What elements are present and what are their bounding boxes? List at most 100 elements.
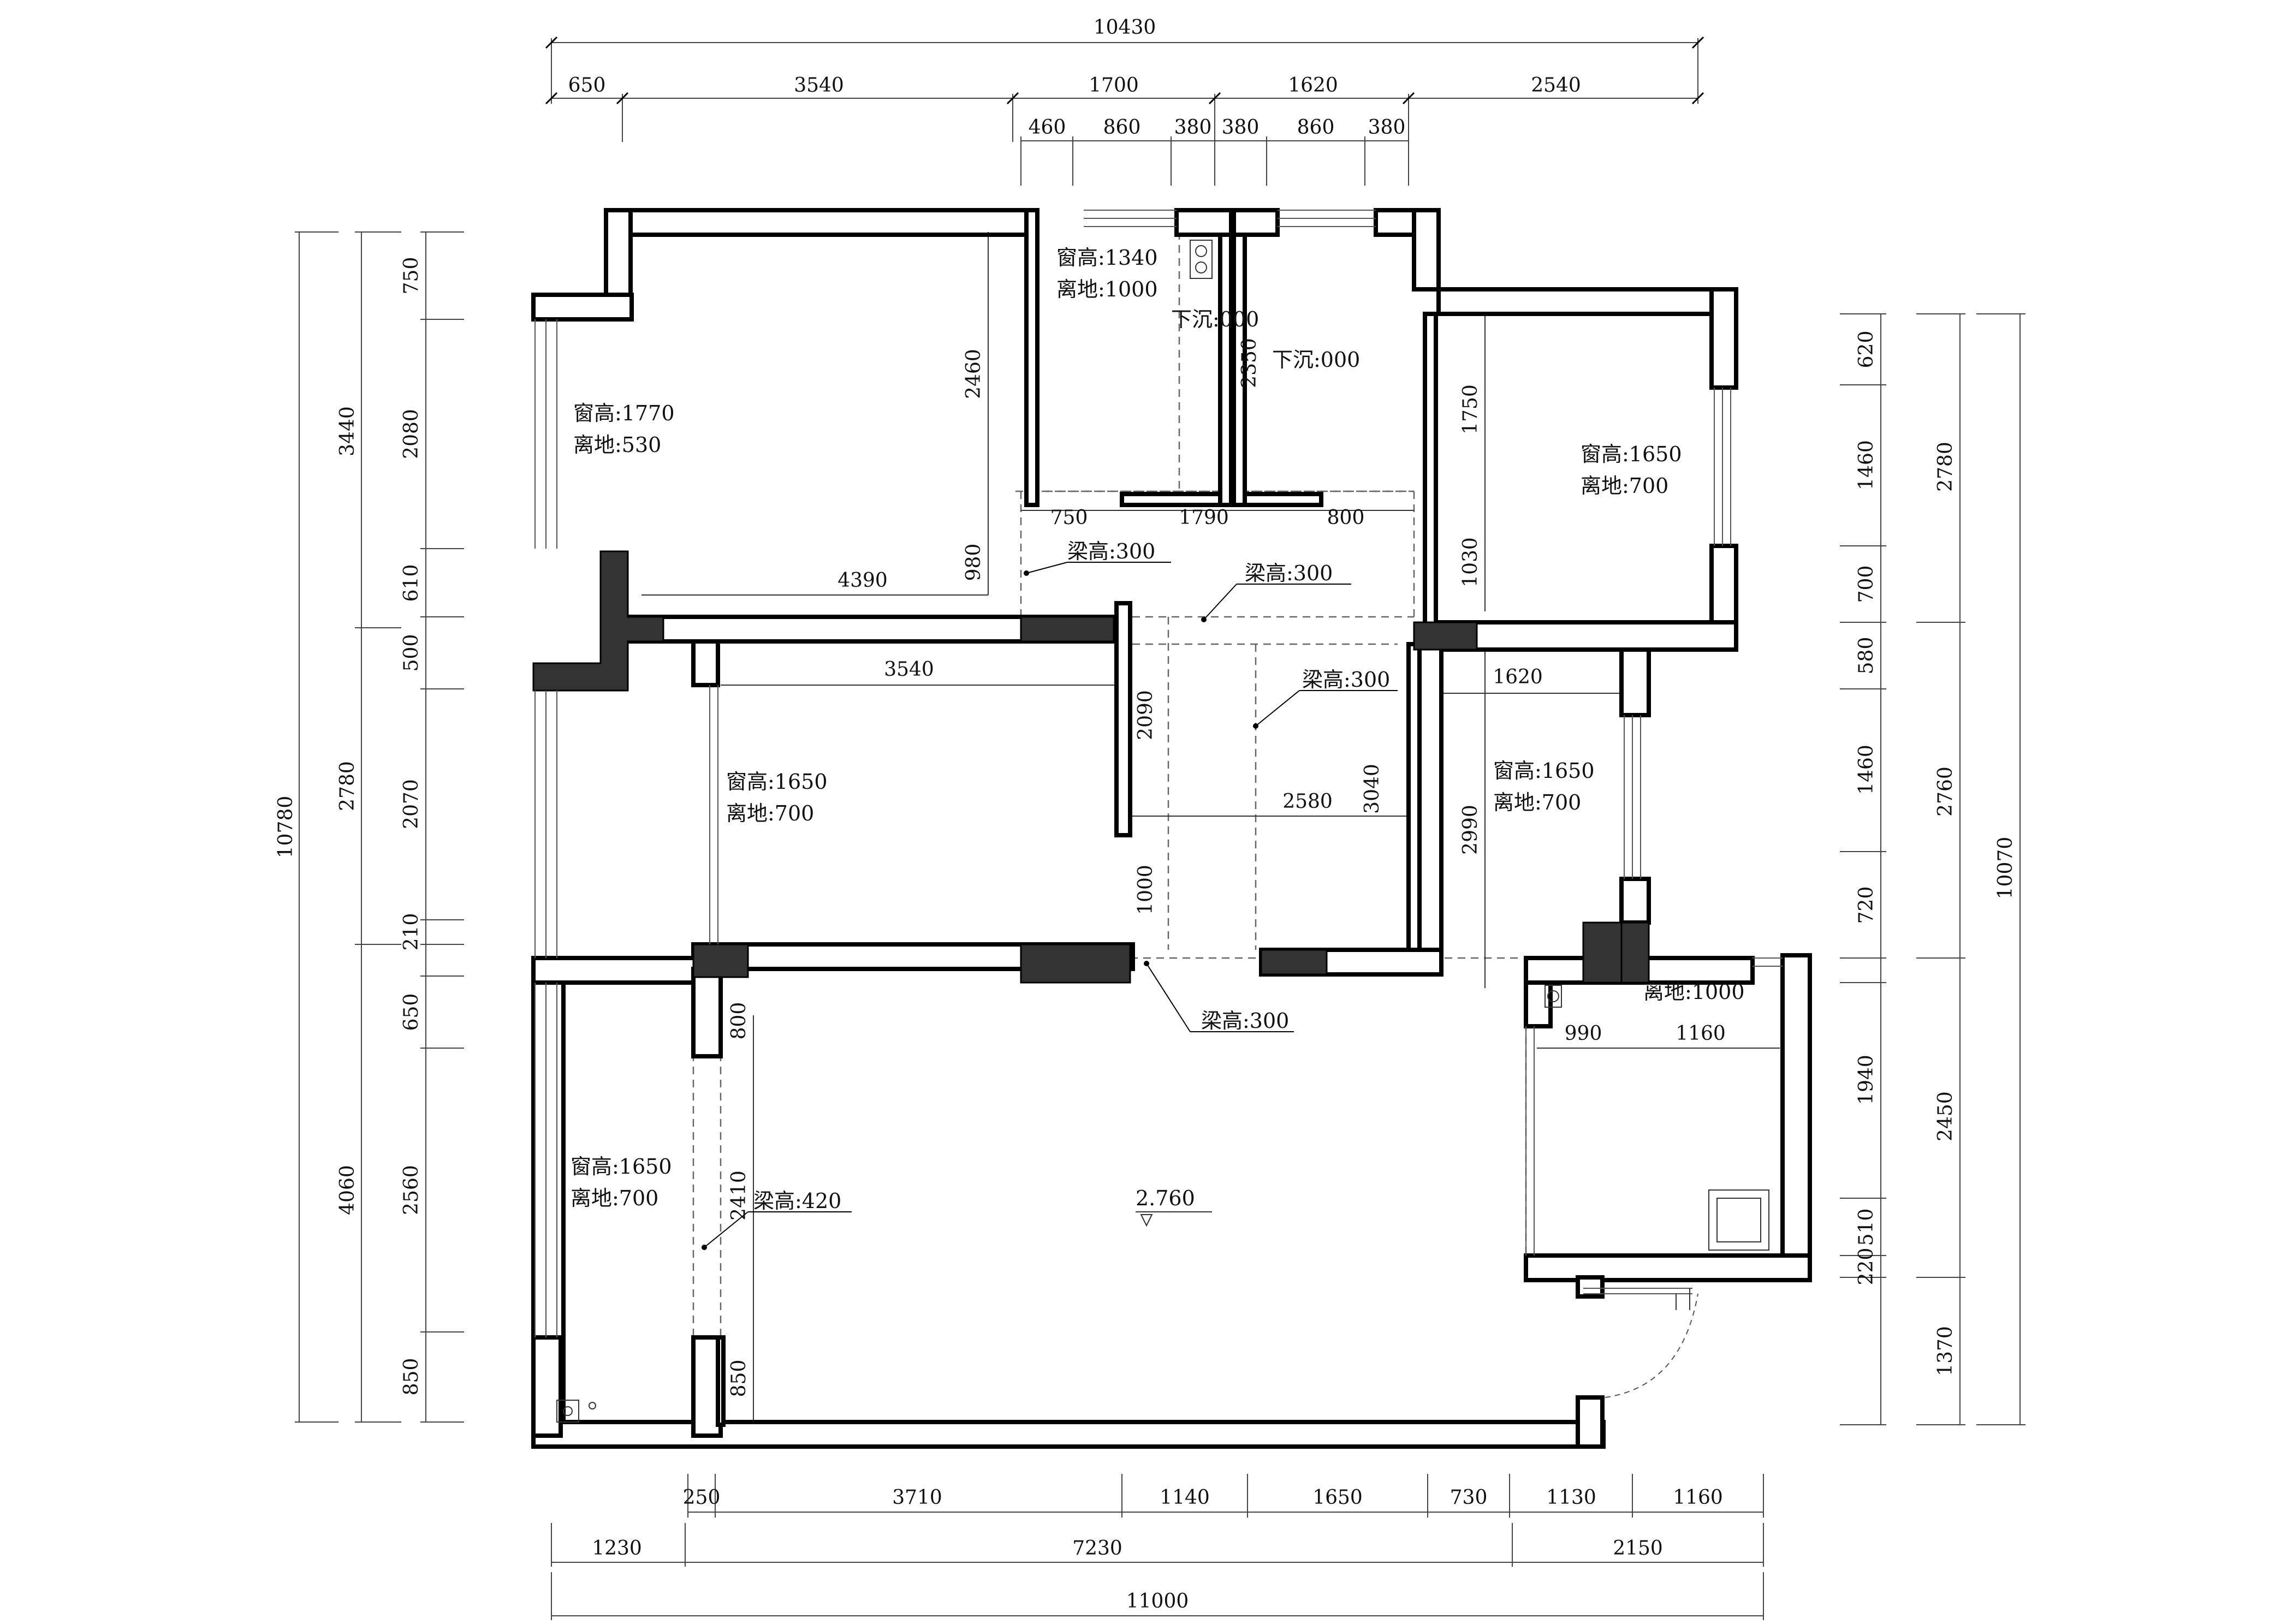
utility-sink-icon [1708,1189,1769,1251]
inner-dim-16: 800 [728,1002,750,1040]
dim-right-r3-5: 720 [1855,887,1878,924]
dim-left-r2-0: 3440 [336,406,359,456]
window-height-label: 窗高:1770 [573,401,675,425]
dim-bot-r1-4: 730 [1450,1486,1488,1509]
inner-dim-12: 3040 [1361,764,1383,814]
sill-height-label: 离地:700 [571,1186,658,1210]
dim-left-r3-8: 850 [400,1358,423,1396]
beam-leaders [702,562,1398,1250]
dim-left-r3-3: 500 [400,634,423,672]
drop-label: 下沉:000 [1171,307,1259,331]
sill-height-label: 离地:700 [1493,790,1581,814]
floor-drain-icon [1544,985,1562,1008]
dim-right-r3-1: 1460 [1855,440,1878,490]
top-dimensions [545,36,1704,186]
inner-dim-6: 2350 [1238,338,1261,388]
inner-dim-2: 980 [963,544,985,581]
dim-right-total: 10070 [1994,837,2017,900]
beam-height-label: 梁高:300 [1302,668,1390,692]
inner-dim-5: 800 [1327,507,1365,529]
dim-left-r3-1: 2080 [400,409,423,459]
dim-top-r3-4: 860 [1297,116,1335,139]
dim-right-r3-8: 220 [1855,1248,1878,1286]
columns [532,550,1650,984]
door-icon [1676,1288,1690,1310]
inner-dim-1: 4390 [837,569,888,592]
inner-dim-3: 750 [1050,507,1088,529]
dim-left-r3-2: 610 [400,564,423,602]
right-dimensions [1840,313,2025,1425]
floor-level-label: 2.760 [1136,1186,1195,1210]
window-height-label: 窗高:1650 [571,1155,672,1179]
dim-left-total: 10780 [275,796,297,859]
inner-dim-4: 1790 [1179,507,1229,529]
dim-right-r3-3: 580 [1855,637,1878,675]
windows [534,210,1783,1398]
inner-dimension-lines [641,232,1780,1425]
fixtures [556,240,1769,1423]
dim-top-r2-4: 2540 [1531,74,1581,97]
dim-top-r3-0: 460 [1029,116,1066,139]
level-marker-icon [1140,1214,1153,1227]
inner-dim-11: 2580 [1282,790,1333,813]
dim-bot-r1-1: 3710 [892,1486,942,1509]
sill-height-label: 离地:700 [726,801,814,825]
annotation-texts: 窗高:1340 离地:1000 下沉:000 下沉:000 窗高:1770 离地… [571,246,1745,1213]
dim-bot-r1-0: 250 [683,1486,721,1509]
beam-height-label: 梁高:420 [753,1189,841,1213]
inner-dim-13: 2990 [1459,805,1482,855]
inner-dim-17: 2410 [728,1170,750,1221]
inner-dim-8: 1030 [1459,537,1482,587]
inner-dim-18: 850 [728,1360,750,1397]
bottom-dimensions [551,1474,1764,1620]
dim-right-r2-0: 2780 [1934,442,1957,492]
dimension-texts: 10430 650 3540 1700 1620 2540 460 860 38… [275,16,2017,1613]
dim-bot-r2-0: 1230 [592,1537,642,1560]
dim-top-r2-3: 1620 [1288,74,1338,97]
dim-right-r2-2: 2450 [1934,1091,1957,1141]
beam-height-label: 梁高:300 [1201,1009,1289,1033]
inner-dim-14: 1620 [1493,666,1543,688]
dim-bot-r2-1: 7230 [1072,1537,1122,1560]
dim-left-r3-4: 2070 [400,779,423,829]
beam-height-label: 梁高:300 [1067,539,1155,563]
drop-label: 下沉:000 [1272,348,1360,372]
sill-height-label: 离地:1000 [1643,980,1745,1004]
dim-right-r3-2: 700 [1855,566,1878,603]
dim-right-r3-4: 1460 [1855,745,1878,795]
inner-dim-19: 990 [1565,1022,1602,1045]
dim-top-r2-0: 650 [568,74,606,97]
dim-bot-total: 11000 [1126,1590,1189,1613]
inner-dim-20: 1160 [1676,1022,1726,1045]
beam-height-label: 梁高:300 [1245,561,1333,585]
dim-top-r3-5: 380 [1368,116,1406,139]
dim-bot-r1-6: 1160 [1673,1486,1723,1509]
dim-bot-r2-2: 2150 [1613,1537,1663,1560]
inner-dim-7: 1750 [1459,384,1482,435]
dim-top-r3-1: 860 [1103,116,1141,139]
dim-right-r3-0: 620 [1855,331,1878,368]
dim-top-r3-3: 380 [1222,116,1260,139]
window-height-label: 窗高:1650 [726,770,828,794]
inner-dim-9: 3540 [884,658,934,681]
drain-icon [556,1400,579,1423]
sill-height-label: 离地:1000 [1056,277,1158,301]
dim-right-r2-3: 1370 [1934,1326,1957,1376]
sill-height-label: 离地:700 [1581,474,1668,498]
window-height-label: 窗高:1340 [1056,246,1158,270]
inner-dimension-texts: 2460 4390 980 750 1790 800 2350 1750 103… [728,338,1726,1397]
dim-bot-r1-5: 1130 [1546,1486,1596,1509]
inner-dim-10: 2090 [1134,690,1157,740]
dim-left-r2-1: 2780 [336,761,359,811]
dim-top-r2-2: 1700 [1089,74,1139,97]
dim-bot-r1-2: 1140 [1160,1486,1210,1509]
toilet-icon [1190,240,1213,279]
dim-top-total: 10430 [1094,16,1156,39]
dim-left-r3-5: 210 [400,913,423,951]
sill-height-label: 离地:530 [573,433,661,457]
dim-left-r3-0: 750 [400,257,423,295]
window-height-label: 窗高:1650 [1581,442,1682,466]
dim-right-r3-7: 510 [1855,1209,1878,1246]
